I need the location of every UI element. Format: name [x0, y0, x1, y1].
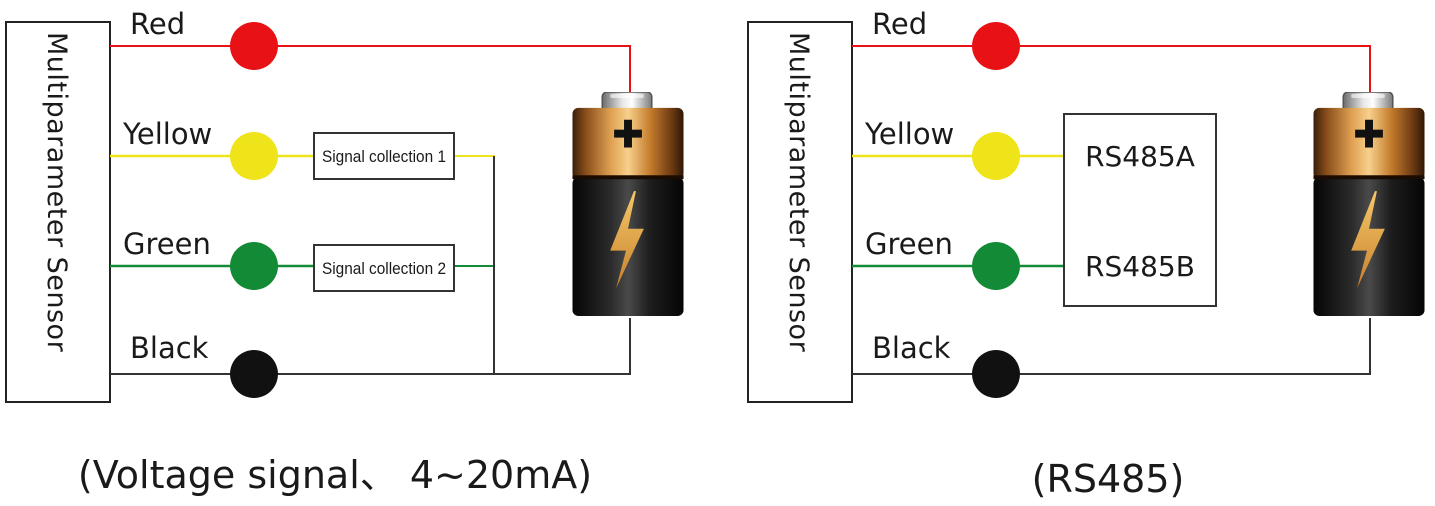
signal-collection-2-box — [313, 244, 455, 292]
left-sensor-label: Multiparameter Sensor — [41, 32, 72, 353]
right-sensor-box — [747, 21, 853, 403]
left-red-wire — [110, 45, 631, 100]
right-diagram: Multiparameter Sensor Red Yellow Green B… — [747, 7, 1426, 501]
left-black-wire — [110, 318, 631, 375]
rs485a-label: RS485A — [1085, 140, 1195, 173]
signal-collection-1-label: Signal collection 1 — [322, 147, 446, 166]
right-red-wire — [852, 45, 1371, 100]
left-black-label: Black — [130, 331, 209, 365]
right-red-label: Red — [872, 7, 927, 41]
signal-collection-1-box — [313, 132, 455, 180]
right-green-dot — [972, 242, 1020, 290]
left-red-label: Red — [130, 7, 185, 41]
rs485-box — [1063, 113, 1217, 307]
battery-icon-right — [1312, 92, 1426, 317]
right-black-dot — [972, 350, 1020, 398]
right-sensor-label: Multiparameter Sensor — [783, 32, 814, 353]
right-caption: (RS485) — [1032, 457, 1185, 501]
rs485b-label: RS485B — [1085, 250, 1195, 283]
left-green-dot — [230, 242, 278, 290]
right-yellow-dot — [972, 132, 1020, 180]
left-caption: (Voltage signal、 4~20mA) — [78, 453, 592, 497]
right-red-dot — [972, 22, 1020, 70]
right-black-label: Black — [872, 331, 951, 365]
battery-icon — [571, 92, 685, 317]
left-green-label: Green — [123, 227, 211, 261]
left-red-dot — [230, 22, 278, 70]
right-green-label: Green — [865, 227, 953, 261]
right-yellow-label: Yellow — [864, 117, 954, 151]
left-sensor-box — [5, 21, 111, 403]
left-yellow-dot — [230, 132, 278, 180]
left-yellow-label: Yellow — [122, 117, 212, 151]
signal-collection-2-label: Signal collection 2 — [322, 259, 446, 278]
right-black-wire — [852, 318, 1371, 375]
left-black-dot — [230, 350, 278, 398]
left-diagram: Multiparameter Sensor Red Yellow Green B… — [5, 7, 685, 497]
